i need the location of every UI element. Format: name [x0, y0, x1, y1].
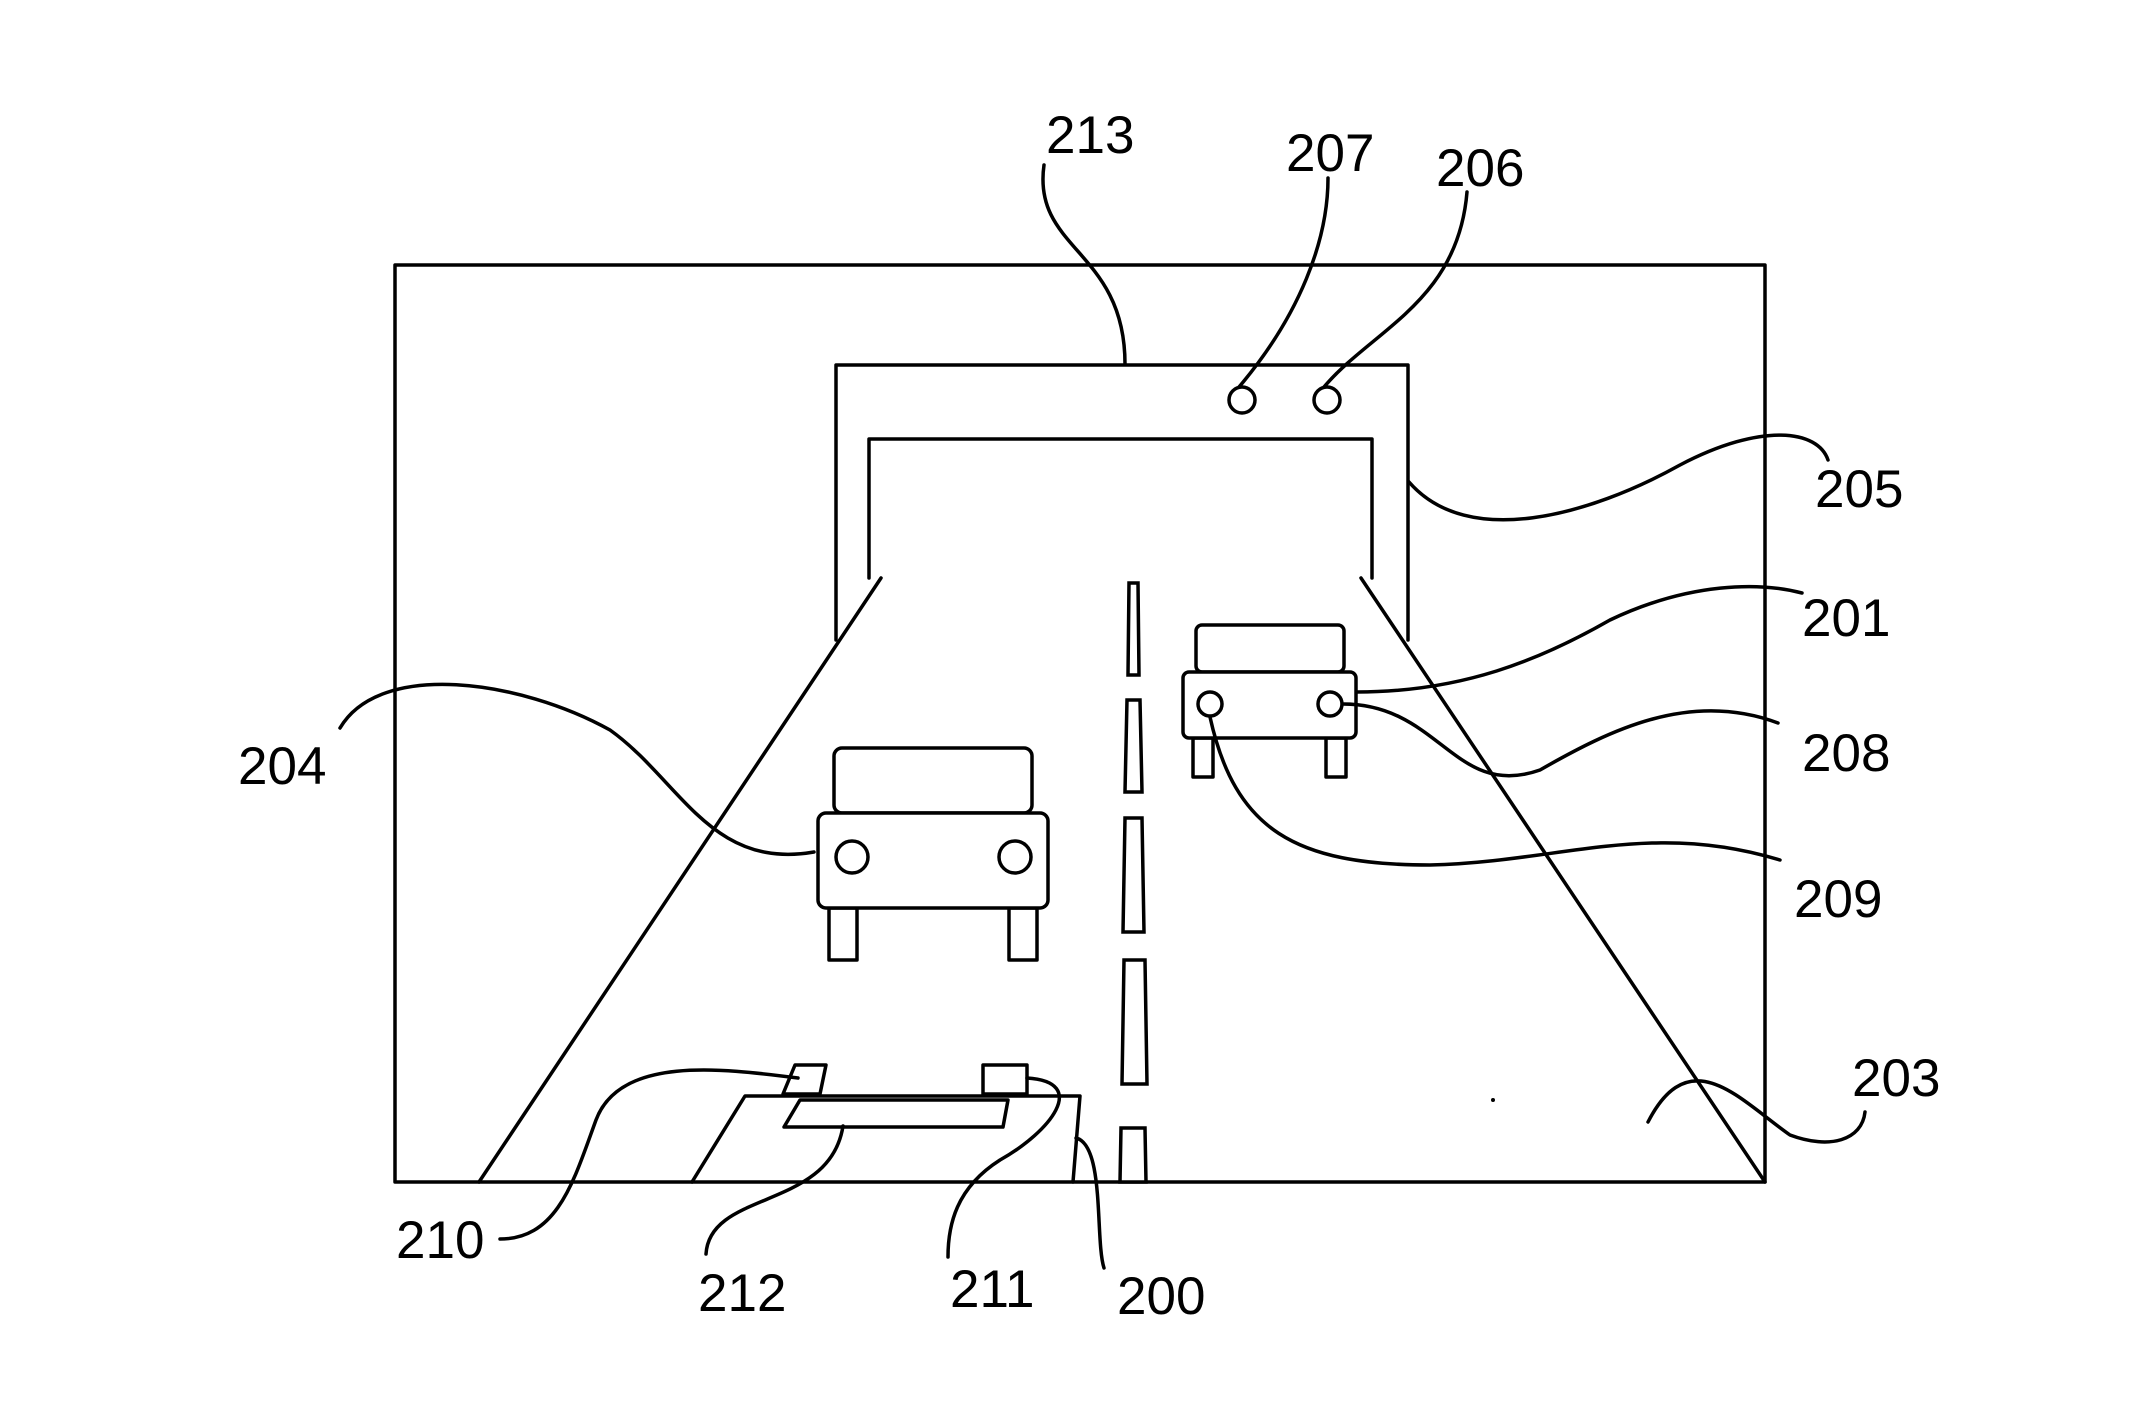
label-207: 207 [1286, 124, 1374, 183]
leader-200 [1076, 1138, 1104, 1268]
tunnel-outer-outline [836, 365, 1408, 640]
lane-dash [1125, 700, 1142, 792]
label-201: 201 [1802, 589, 1890, 648]
label-208: 208 [1802, 724, 1890, 783]
tunnel-light-206 [1314, 387, 1340, 413]
label-213: 213 [1046, 106, 1134, 165]
leader-204 [340, 684, 814, 854]
lane-dash [1128, 583, 1139, 675]
leader-212 [706, 1126, 843, 1254]
road-right-edge [1361, 578, 1765, 1182]
sensor-210 [783, 1065, 826, 1094]
vehicle-body [818, 813, 1048, 908]
label-209: 209 [1794, 870, 1882, 929]
label-206: 206 [1436, 139, 1524, 198]
leader-203 [1648, 1081, 1865, 1142]
vehicle-roof [834, 748, 1032, 813]
label-204: 204 [238, 737, 326, 796]
vehicle-roof [1196, 625, 1344, 672]
vehicle-wheel [829, 908, 857, 960]
label-210: 210 [396, 1211, 484, 1270]
vehicle-wheel [1326, 738, 1346, 777]
label-205: 205 [1815, 460, 1903, 519]
leader-207 [1239, 178, 1328, 387]
leader-208 [1343, 704, 1778, 776]
sensor-211 [983, 1065, 1027, 1094]
vehicle-wheel [1009, 908, 1037, 960]
stray-dot [1491, 1098, 1495, 1102]
leader-lines [340, 165, 1865, 1268]
label-200: 200 [1117, 1267, 1205, 1326]
vehicle-201 [1183, 625, 1356, 777]
own-vehicle-hood [692, 1065, 1080, 1182]
leader-206 [1324, 192, 1467, 387]
vehicle-wheel [1193, 738, 1213, 777]
tunnel-light-207 [1229, 387, 1255, 413]
vehicle-body [1183, 672, 1356, 738]
lane-center-dashes [1120, 583, 1147, 1182]
vehicle-204 [818, 748, 1048, 960]
reference-numerals: 213 207 206 205 201 208 209 204 203 210 … [238, 106, 1940, 1326]
label-211: 211 [950, 1260, 1035, 1319]
leader-201 [1357, 587, 1802, 692]
lane-dash [1120, 1128, 1146, 1182]
lane-dash [1123, 818, 1144, 932]
label-212: 212 [698, 1264, 786, 1323]
label-203: 203 [1852, 1049, 1940, 1108]
tunnel-inner-outline [869, 439, 1372, 578]
tunnel-portal [836, 365, 1408, 640]
sensor-bar-212 [784, 1100, 1008, 1127]
lane-dash [1122, 960, 1147, 1084]
